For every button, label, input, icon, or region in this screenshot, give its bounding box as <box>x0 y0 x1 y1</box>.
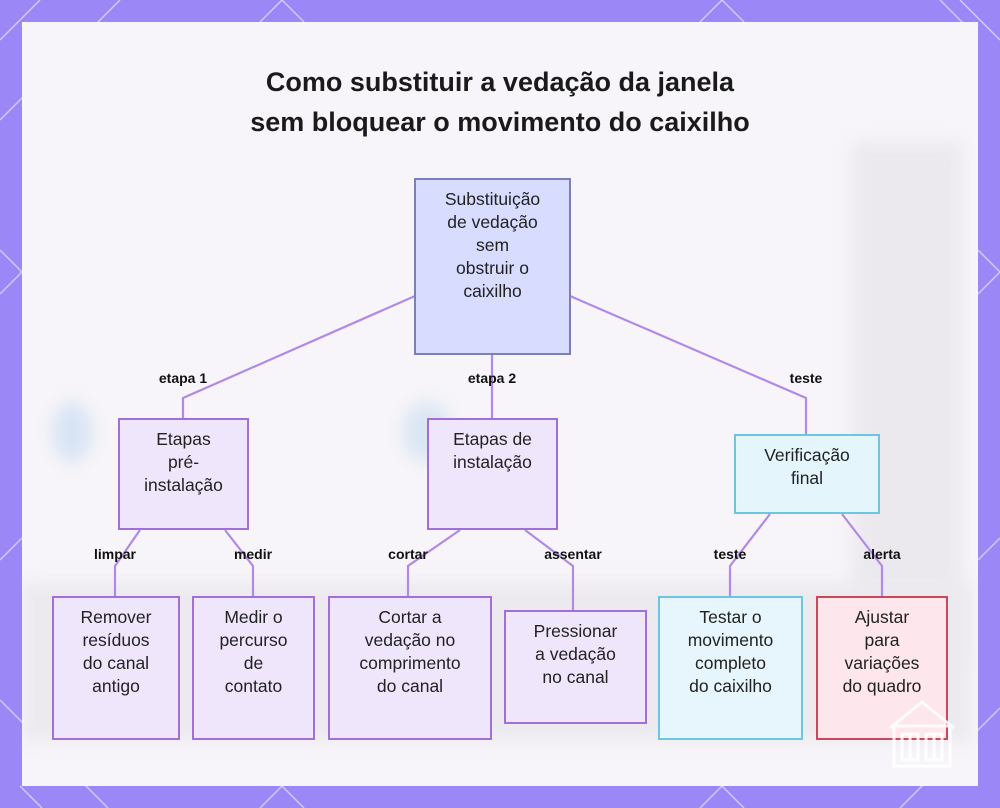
edge-test-leaf <box>728 513 771 596</box>
node-test-line: movimento <box>687 630 774 650</box>
edge-cut <box>406 529 461 596</box>
node-press-seal: Pressionar a vedação no canal <box>504 610 647 724</box>
node-verify-line: Verificação <box>764 445 850 465</box>
background-blur-shape <box>852 142 962 662</box>
window-logo-icon <box>889 700 955 768</box>
node-adjust-variations: Ajustar para variações do quadro <box>816 596 948 740</box>
edge-alert <box>841 513 884 596</box>
edge-label-test-leaf: teste <box>713 546 747 562</box>
node-install-line: instalação <box>453 452 532 472</box>
node-root-line: Substituição <box>444 189 541 209</box>
edge-label-measure: medir <box>233 546 273 562</box>
edge-label-step1: etapa 1 <box>158 370 208 386</box>
node-root-line: sem <box>475 235 510 255</box>
node-remove-line: resíduos <box>82 630 150 650</box>
node-remove-line: Remover <box>80 607 152 627</box>
node-cut-line: vedação no <box>364 630 456 650</box>
node-pre-line: instalação <box>144 475 223 495</box>
node-measure-line: percurso <box>219 630 288 650</box>
node-test-line: completo <box>694 653 766 673</box>
edge-test-top <box>569 294 808 434</box>
node-pre-line: pré- <box>167 452 200 472</box>
node-cut-seal: Cortar a vedação no comprimento do canal <box>328 596 492 740</box>
node-press-line: a vedação <box>535 644 616 664</box>
edge-step1 <box>181 294 416 418</box>
node-verify-line: final <box>790 468 824 488</box>
node-root: Substituição de vedação sem obstruir o c… <box>414 178 571 355</box>
edge-label-cut: cortar <box>388 546 428 562</box>
node-adjust-line: Ajustar <box>854 607 910 627</box>
node-pre-installation: Etapas pré- instalação <box>118 418 249 530</box>
node-measure-line: Medir o <box>224 607 283 627</box>
node-install-line: Etapas de <box>453 429 532 449</box>
edge-label-test-top: teste <box>789 370 823 386</box>
node-cut-line: comprimento <box>359 653 461 673</box>
node-root-line: obstruir o <box>456 258 529 278</box>
node-cut-line: do canal <box>376 676 444 696</box>
background-blur-shape <box>22 582 972 742</box>
node-root-line: de vedação <box>447 212 538 232</box>
node-pre-line: Etapas <box>156 429 211 449</box>
node-test-line: Testar o <box>699 607 762 627</box>
edge-label-clean: limpar <box>93 546 137 562</box>
edge-label-alert: alerta <box>863 546 901 562</box>
node-adjust-line: do quadro <box>842 676 922 696</box>
node-measure-path: Medir o percurso de contato <box>192 596 315 740</box>
diagram-title: Como substituir a vedação da janela sem … <box>0 62 1000 142</box>
node-remove-line: do canal <box>82 653 150 673</box>
node-final-verification: Verificação final <box>734 434 880 514</box>
node-adjust-line: variações <box>844 653 920 673</box>
edge-label-step2: etapa 2 <box>467 370 517 386</box>
node-cut-line: Cortar a <box>378 607 442 627</box>
node-root-line: caixilho <box>463 281 522 301</box>
node-measure-line: de <box>243 653 264 673</box>
edge-clean <box>113 529 141 596</box>
node-press-line: no canal <box>542 667 609 687</box>
background-blur-shape <box>52 402 92 462</box>
title-line-2: sem bloquear o movimento do caixilho <box>250 107 750 137</box>
node-installation: Etapas de instalação <box>427 418 558 530</box>
node-remove-residue: Remover resíduos do canal antigo <box>52 596 180 740</box>
node-press-line: Pressionar <box>533 621 618 641</box>
node-remove-line: antigo <box>92 676 140 696</box>
edge-seat <box>524 529 575 610</box>
edge-measure <box>224 529 255 596</box>
title-line-1: Como substituir a vedação da janela <box>265 67 735 97</box>
node-test-line: do caixilho <box>689 676 772 696</box>
node-measure-line: contato <box>224 676 283 696</box>
edge-label-seat: assentar <box>544 546 602 562</box>
node-test-movement: Testar o movimento completo do caixilho <box>658 596 803 740</box>
node-adjust-line: para <box>864 630 900 650</box>
